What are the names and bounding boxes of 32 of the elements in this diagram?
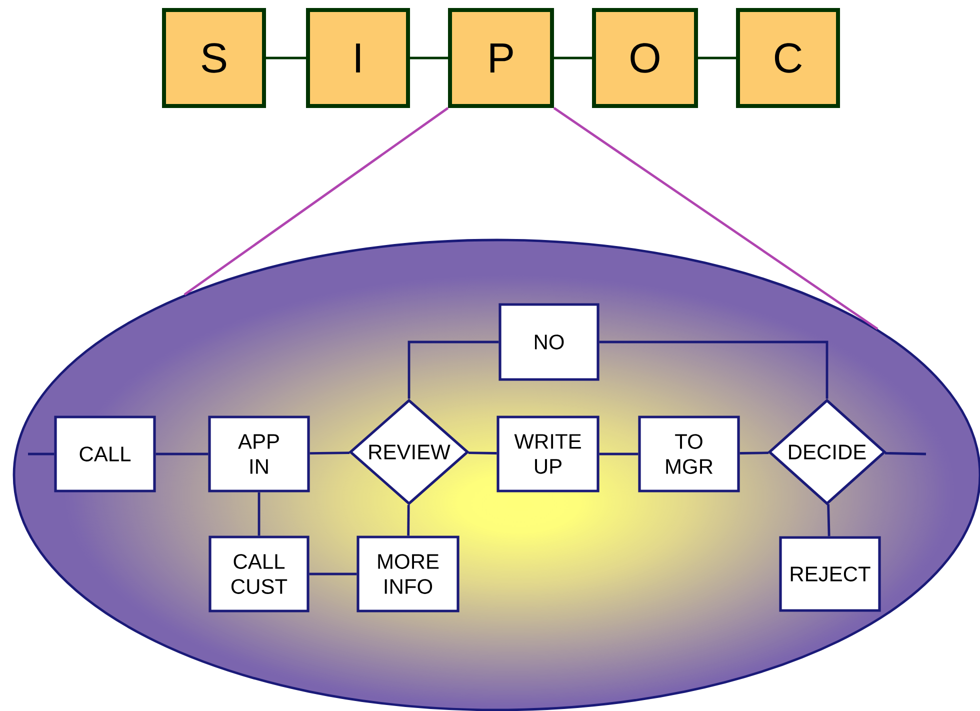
connector bbox=[310, 452, 350, 455]
connector bbox=[408, 340, 499, 399]
process-box: MORE INFO bbox=[356, 536, 460, 612]
connector bbox=[410, 56, 448, 60]
process-box: CALL CUST bbox=[208, 536, 310, 612]
letter-box: I bbox=[306, 8, 410, 108]
process-box: REJECT bbox=[779, 536, 881, 612]
connector bbox=[266, 56, 306, 60]
process-box: CALL bbox=[54, 416, 156, 492]
letter-box: C bbox=[736, 8, 840, 108]
connector bbox=[28, 452, 54, 456]
letter-box: S bbox=[162, 8, 266, 108]
process-box: TO MGR bbox=[638, 416, 740, 492]
letter-box: O bbox=[592, 8, 698, 108]
connector bbox=[309, 572, 357, 576]
connector bbox=[258, 492, 260, 536]
connector bbox=[599, 340, 828, 399]
connector bbox=[156, 452, 208, 456]
connector bbox=[407, 504, 410, 536]
connector bbox=[599, 452, 638, 456]
process-box: APP IN bbox=[208, 416, 310, 492]
connector bbox=[698, 56, 736, 60]
connector bbox=[184, 107, 449, 296]
connector bbox=[827, 504, 830, 536]
letter-box: P bbox=[448, 8, 554, 108]
connector bbox=[884, 452, 926, 456]
connector bbox=[553, 107, 878, 330]
connector bbox=[554, 56, 592, 60]
process-box: NO bbox=[498, 303, 600, 381]
connector bbox=[740, 452, 769, 454]
connector bbox=[468, 452, 497, 454]
process-box: WRITE UP bbox=[496, 416, 600, 492]
